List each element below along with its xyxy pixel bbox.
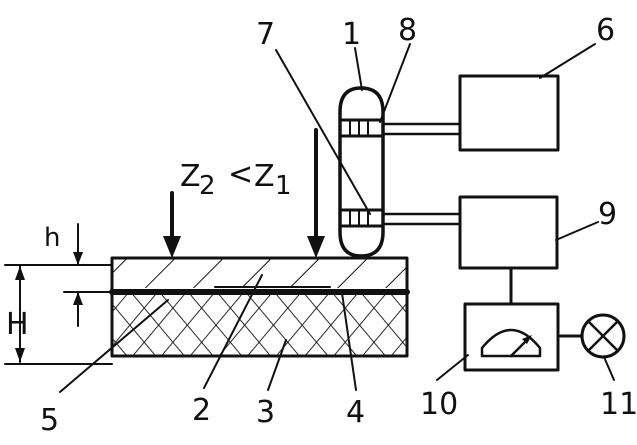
equation: Z 2 < Z 1 [180, 157, 292, 201]
label-8: 8 [398, 13, 417, 48]
label-H: H [6, 307, 29, 342]
label-9: 9 [598, 197, 617, 232]
equation-z1-sub: 1 [275, 171, 292, 201]
part-labels: 7 1 8 6 9 5 2 3 4 10 11 h H [6, 13, 637, 438]
lamp-11 [580, 313, 626, 359]
label-h: h [44, 223, 60, 253]
dimension-lines [4, 223, 113, 365]
H-arrow-top [15, 266, 25, 280]
specimen-outline [110, 256, 409, 358]
specimen [109, 256, 410, 358]
label-10: 10 [420, 387, 458, 422]
meter-scale [480, 328, 542, 358]
leader-lines [59, 43, 615, 393]
equation-z2-sub: 2 [199, 171, 216, 201]
label-5: 5 [40, 403, 59, 438]
label-1: 1 [342, 17, 361, 52]
H-arrow-bottom [15, 348, 25, 362]
lower-transducer [338, 208, 385, 228]
box-9 [458, 195, 559, 270]
load-arrows [163, 128, 325, 258]
equation-operator: < [228, 157, 253, 192]
equation-z1: Z [254, 159, 275, 194]
connections [381, 122, 584, 338]
label-6: 6 [596, 13, 615, 48]
meter-10 [463, 302, 560, 372]
h-arrow-bottom [73, 292, 83, 305]
base-layer-crosshatch [112, 294, 407, 356]
coating-layer [112, 258, 407, 288]
equation-z2: Z [180, 159, 201, 194]
h-arrow-top [73, 252, 83, 265]
upper-transducer [338, 118, 385, 138]
probe [338, 86, 385, 258]
label-11: 11 [600, 387, 637, 422]
label-7: 7 [256, 17, 275, 52]
label-2: 2 [192, 393, 211, 428]
box-6 [458, 74, 560, 152]
label-4: 4 [346, 395, 365, 430]
probe-capsule [338, 86, 385, 258]
label-3: 3 [256, 395, 275, 430]
meter-body [463, 302, 560, 372]
